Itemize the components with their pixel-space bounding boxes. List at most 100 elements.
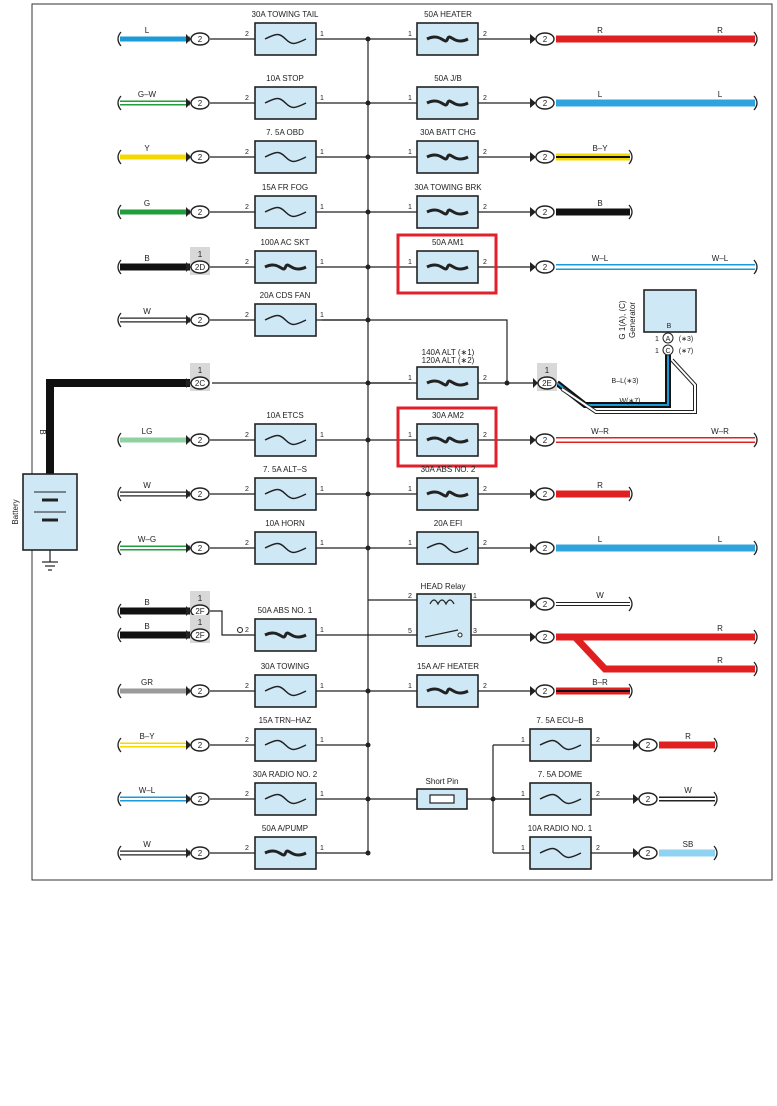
right-row-5-wire-label-right: W–R bbox=[711, 427, 729, 436]
battery-label: Battery bbox=[11, 499, 20, 524]
right-row-3-fuse-element bbox=[426, 208, 469, 216]
alt-fuse-connector-pin-label: 1 bbox=[545, 366, 550, 375]
small-fuse-0-element bbox=[539, 739, 582, 751]
right-row-3-pin-right: 2 bbox=[483, 204, 487, 211]
generator-b-label: B bbox=[667, 323, 672, 330]
head-relay-out-3-wire-2-end bbox=[753, 661, 758, 677]
left-row-9-connector-arrow bbox=[186, 543, 191, 553]
right-row-5-pin-left: 1 bbox=[408, 432, 412, 439]
left-row-11-pin-left: 2 bbox=[245, 683, 249, 690]
left-row-8-connector-label: 2 bbox=[198, 490, 203, 499]
left-row-4-fuse-label: 100A AC SKT bbox=[261, 238, 310, 247]
left-row-6-connector-pin-label: 1 bbox=[198, 366, 203, 375]
left-row-3-connector-arrow bbox=[186, 207, 191, 217]
left-row-12-fuse-element bbox=[264, 739, 307, 751]
left-row-11-wire-label: GR bbox=[141, 678, 153, 687]
right-row-1-connector-arrow bbox=[530, 98, 536, 108]
left-row-9-fuse-element bbox=[264, 542, 307, 554]
left-row-9-connector-label: 2 bbox=[198, 544, 203, 553]
left-row-10-wire-end-1 bbox=[117, 627, 122, 643]
right-row-6-pin-left: 1 bbox=[408, 486, 412, 493]
small-fuse-2-wire-end bbox=[713, 845, 718, 861]
right-row-5-fuse-label: 30A AM2 bbox=[432, 411, 465, 420]
left-row-2-pin-right: 1 bbox=[320, 149, 324, 156]
left-row-10-connector-0-arrow bbox=[186, 606, 191, 616]
right-row-1-connector-label: 2 bbox=[543, 99, 548, 108]
right-row-0-connector-label: 2 bbox=[543, 35, 548, 44]
head-relay-out-3-wire-1-end bbox=[753, 629, 758, 645]
right-row-4-pin-left: 1 bbox=[408, 259, 412, 266]
right-row-7-connector-label: 2 bbox=[543, 544, 548, 553]
head-relay-pin-3: 3 bbox=[473, 628, 477, 635]
right-row-8-pin-left: 1 bbox=[408, 683, 412, 690]
left-row-1-connector-label: 2 bbox=[198, 99, 203, 108]
head-relay-contact bbox=[457, 632, 463, 638]
left-row-11-fuse-label: 30A TOWING bbox=[261, 662, 310, 671]
left-row-12-junction bbox=[365, 742, 371, 748]
right-row-8-connector-arrow bbox=[530, 686, 536, 696]
left-row-10-wire-end-0 bbox=[117, 603, 122, 619]
left-row-8-pin-right: 1 bbox=[320, 486, 324, 493]
generator-name-label: Generator bbox=[628, 302, 637, 338]
left-row-12-wire-end bbox=[117, 737, 122, 753]
left-row-5-pin-left: 2 bbox=[245, 312, 249, 319]
left-row-9-wire-label: W–G bbox=[138, 535, 156, 544]
left-row-4-connector-label: 2D bbox=[195, 263, 205, 272]
right-row-2-fuse-label: 30A BATT CHG bbox=[420, 128, 476, 137]
right-row-1-wire-label-left: L bbox=[598, 90, 603, 99]
right-row-5-fuse-element bbox=[426, 436, 469, 444]
head-relay-out-1-wire-end bbox=[628, 596, 633, 612]
right-row-4-pin-right: 2 bbox=[483, 259, 487, 266]
generator bbox=[643, 289, 697, 333]
right-row-5-pin-right: 2 bbox=[483, 432, 487, 439]
generator-wire-w-label: W(∗7) bbox=[619, 398, 640, 405]
right-row-7-wire-label-right: L bbox=[718, 535, 723, 544]
right-row-8-wire-end bbox=[628, 683, 633, 699]
right-row-8-wire-label-left: B–R bbox=[592, 678, 608, 687]
left-row-7-wire-label: LG bbox=[142, 427, 153, 436]
alt-fuse-pin-right: 2 bbox=[483, 375, 487, 382]
left-row-14-fuse-label: 50A A/PUMP bbox=[262, 824, 308, 833]
right-row-3-connector-label: 2 bbox=[543, 208, 548, 217]
left-row-10-connector-0-pin-label: 1 bbox=[198, 594, 203, 603]
left-row-0-connector-arrow bbox=[186, 34, 191, 44]
left-row-10-wire-label-1: B bbox=[144, 622, 149, 631]
left-row-1-pin-left: 2 bbox=[245, 95, 249, 102]
left-row-2-fuse-label: 7. 5A OBD bbox=[266, 128, 304, 137]
right-row-4-highlight-box bbox=[396, 233, 498, 295]
small-fuse-2-element bbox=[539, 847, 582, 859]
left-row-1-fuse-element bbox=[264, 97, 307, 109]
left-row-4-fuse-element bbox=[264, 263, 307, 271]
left-row-13-fuse-element bbox=[264, 793, 307, 805]
alt-fuse-label-2: 120A ALT (∗2) bbox=[422, 356, 475, 365]
left-row-2-pin-left: 2 bbox=[245, 149, 249, 156]
head-relay-out-1-wire-label: W bbox=[596, 591, 604, 600]
right-row-6-pin-right: 2 bbox=[483, 486, 487, 493]
left-row-3-connector-label: 2 bbox=[198, 208, 203, 217]
generator-pin-c-num: 1 bbox=[655, 348, 659, 355]
left-row-12-fuse-label: 15A TRN–HAZ bbox=[259, 716, 312, 725]
left-row-8-fuse-element bbox=[264, 488, 307, 500]
right-row-5-wire-label-left: W–R bbox=[591, 427, 609, 436]
left-row-0-connector-label: 2 bbox=[198, 35, 203, 44]
right-row-5-highlight-box bbox=[396, 406, 498, 468]
left-row-11-fuse-element bbox=[264, 685, 307, 697]
right-row-5-connector-label: 2 bbox=[543, 436, 548, 445]
right-row-1-fuse-label: 50A J/B bbox=[434, 74, 462, 83]
right-row-3-fuse-label: 30A TOWING BRK bbox=[414, 183, 482, 192]
small-fuse-0-wire-label: R bbox=[685, 732, 691, 741]
right-row-8-fuse-element bbox=[426, 687, 469, 695]
battery-wire-label: B bbox=[38, 429, 47, 434]
left-row-1-connector-arrow bbox=[186, 98, 191, 108]
right-row-7-connector-arrow bbox=[530, 543, 536, 553]
right-row-2-connector-arrow bbox=[530, 152, 536, 162]
small-fuse-1-connector-arrow bbox=[633, 794, 639, 804]
left-row-5-connector-label: 2 bbox=[198, 316, 203, 325]
head-relay-out-3-wire-2 bbox=[572, 634, 755, 673]
left-row-12-pin-left: 2 bbox=[245, 737, 249, 744]
left-row-10-fuse-label: 50A ABS NO. 1 bbox=[258, 606, 313, 615]
left-row-12-connector-arrow bbox=[186, 740, 191, 750]
left-row-14-fuse-element bbox=[264, 849, 307, 857]
right-row-6-fuse-element bbox=[426, 490, 469, 498]
right-row-1-fuse-element bbox=[426, 99, 469, 107]
